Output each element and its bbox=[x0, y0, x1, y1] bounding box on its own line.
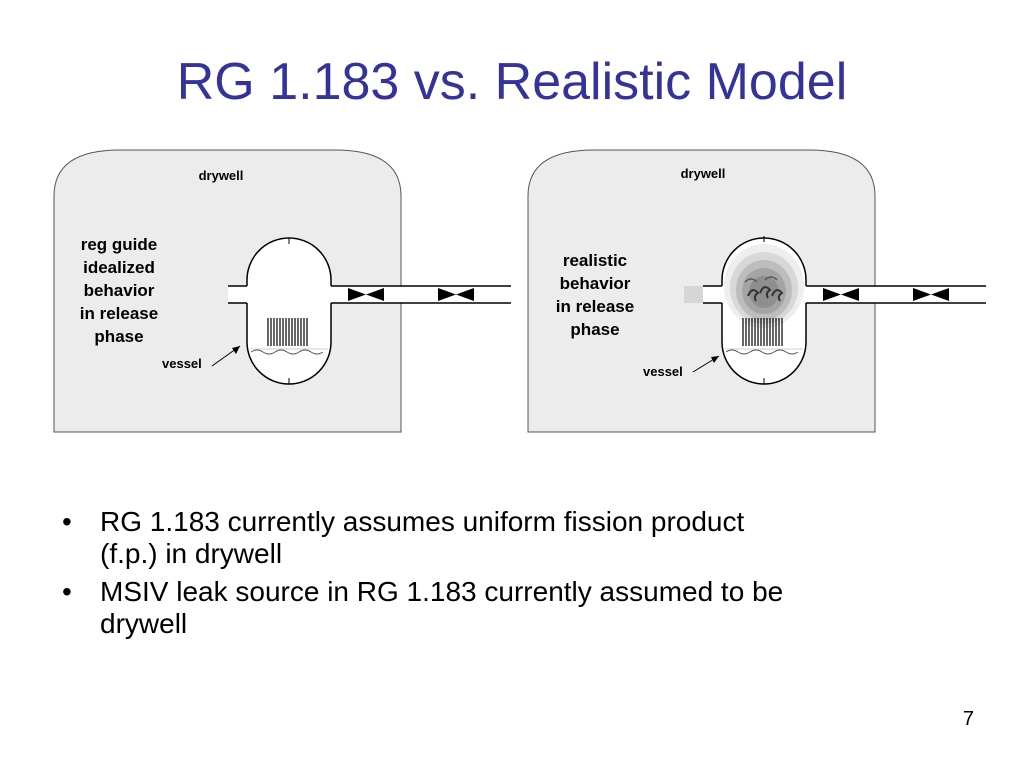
left-description-line: in release bbox=[80, 304, 158, 323]
left-vessel-label: vessel bbox=[162, 356, 202, 371]
right-water-surface bbox=[725, 348, 803, 355]
slide-title: RG 1.183 vs. Realistic Model bbox=[176, 53, 848, 111]
right-msiv-inboard-valve-icon bbox=[823, 288, 859, 301]
bullet-item: • RG 1.183 currently assumes uniform fis… bbox=[62, 506, 962, 570]
left-water-surface bbox=[250, 348, 328, 355]
bullet-text-line: RG 1.183 currently assumes uniform fissi… bbox=[100, 506, 745, 537]
bullet-text-line: MSIV leak source in RG 1.183 currently a… bbox=[100, 576, 784, 607]
bullet-symbol: • bbox=[62, 576, 72, 607]
right-fuel-core bbox=[742, 318, 783, 346]
right-vessel-pointer bbox=[692, 355, 720, 373]
right-vessel-label: vessel bbox=[643, 364, 683, 379]
right-drywell-label: drywell bbox=[681, 166, 726, 181]
bullet-list: • RG 1.183 currently assumes uniform fis… bbox=[62, 506, 962, 646]
left-reactor-vessel bbox=[246, 237, 332, 385]
bullet-text-line: (f.p.) in drywell bbox=[100, 538, 283, 569]
left-description-line: phase bbox=[94, 327, 143, 346]
bullet-symbol: • bbox=[62, 506, 72, 537]
left-vessel-pointer bbox=[211, 345, 241, 367]
right-description-line: in release bbox=[556, 297, 634, 316]
left-description: reg guide idealized behavior in release … bbox=[80, 235, 158, 346]
left-steam-line bbox=[228, 285, 511, 304]
right-description-line: behavior bbox=[560, 274, 631, 293]
left-msiv-outboard-valve-icon bbox=[438, 288, 474, 301]
right-msiv-outboard-valve-icon bbox=[913, 288, 949, 301]
left-description-line: behavior bbox=[84, 281, 155, 300]
left-description-line: idealized bbox=[83, 258, 155, 277]
left-description-line: reg guide bbox=[81, 235, 158, 254]
bullet-item: • MSIV leak source in RG 1.183 currently… bbox=[62, 576, 962, 640]
right-description-line: realistic bbox=[563, 251, 627, 270]
left-msiv-inboard-valve-icon bbox=[348, 288, 384, 301]
right-steam-line bbox=[703, 285, 986, 304]
right-description: realistic behavior in release phase bbox=[556, 251, 634, 339]
bullet-text-line: drywell bbox=[100, 608, 188, 639]
right-fission-product-cloud bbox=[724, 244, 804, 328]
right-description-line: phase bbox=[570, 320, 619, 339]
left-drywell-label: drywell bbox=[199, 168, 244, 183]
left-fuel-core bbox=[267, 318, 308, 346]
page-number: 7 bbox=[962, 708, 974, 730]
